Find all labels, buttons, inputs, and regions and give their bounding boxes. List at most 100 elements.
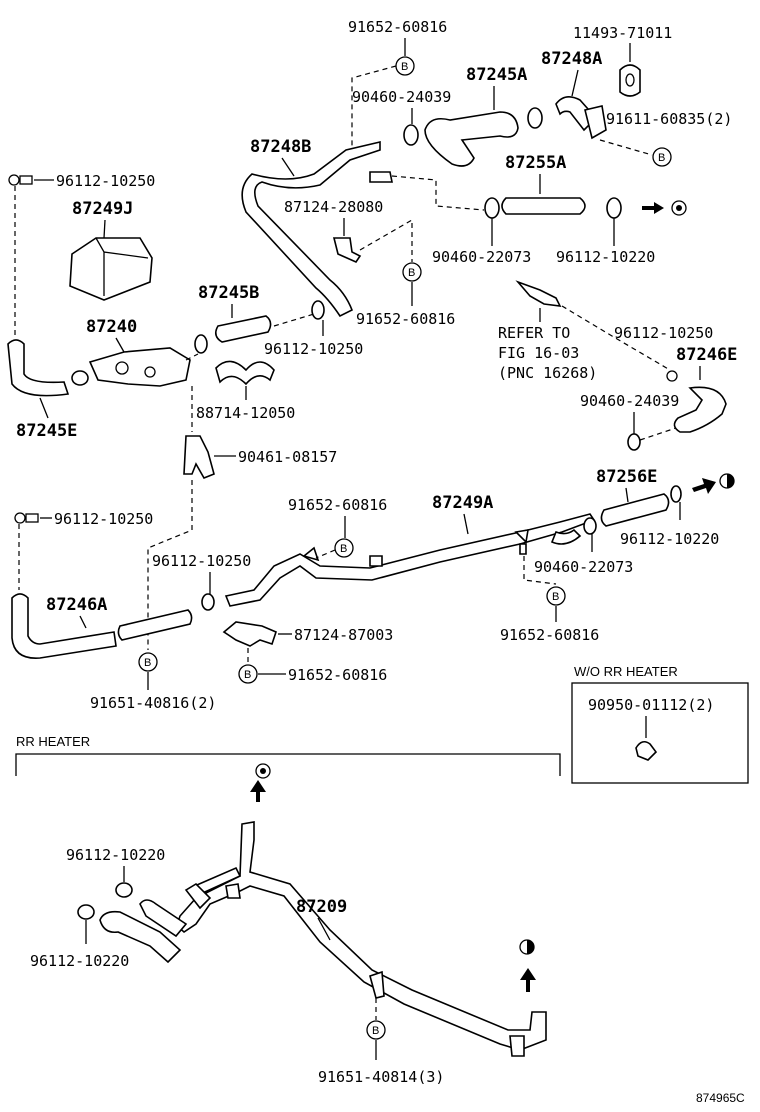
connection-mark-icon xyxy=(255,763,271,779)
wo-rr-heater-box xyxy=(571,682,749,784)
svg-text:B: B xyxy=(401,61,408,73)
clamp-icon xyxy=(77,904,95,920)
label-90460-24039-top: 90460-24039 xyxy=(352,88,451,106)
clamp-icon xyxy=(201,593,215,611)
label-87255A: 87255A xyxy=(505,153,566,173)
hose-87256E-icon xyxy=(600,493,670,527)
hose-87245B-icon xyxy=(214,315,272,343)
hose-87255A-icon xyxy=(501,197,586,215)
label-91652-60816-mid: 91652-60816 xyxy=(356,310,455,328)
label-96112-10250-c: 96112-10250 xyxy=(152,552,251,570)
label-rr-heater: RR HEATER xyxy=(16,734,90,749)
clamp-icon xyxy=(194,334,208,354)
label-90461-08157: 90461-08157 xyxy=(238,448,337,466)
label-87245A: 87245A xyxy=(466,65,527,85)
label-91611-60835: 91611-60835(2) xyxy=(606,110,732,128)
label-96112-10250-left2: 96112-10250 xyxy=(54,510,153,528)
svg-text:B: B xyxy=(658,152,665,164)
label-87124-87003: 87124-87003 xyxy=(294,626,393,644)
svg-text:B: B xyxy=(244,669,251,681)
clamp-icon xyxy=(666,370,678,382)
clamp-icon xyxy=(627,433,641,451)
b-marker-icon: B xyxy=(334,538,354,558)
label-87245E: 87245E xyxy=(16,421,77,441)
label-96112-10250-topleft: 96112-10250 xyxy=(56,172,155,190)
svg-text:B: B xyxy=(340,543,347,555)
b-marker-icon: B xyxy=(366,1020,386,1040)
svg-text:B: B xyxy=(552,591,559,603)
label-refer-to: REFER TO xyxy=(498,324,570,342)
label-87256E: 87256E xyxy=(596,467,657,487)
label-87246A: 87246A xyxy=(46,595,107,615)
insulator-87249J-icon xyxy=(69,237,153,301)
hose-87245A-icon xyxy=(424,111,519,167)
b-marker-icon: B xyxy=(652,147,672,167)
label-90950-01112: 90950-01112(2) xyxy=(588,696,714,714)
hose-87246A-icon xyxy=(11,593,117,659)
clamp-88714-icon xyxy=(215,360,275,386)
label-96112-10220-right: 96112-10220 xyxy=(620,530,719,548)
label-91652-60816-right: 91652-60816 xyxy=(500,626,599,644)
clamp-icon xyxy=(484,197,500,219)
clamp-icon xyxy=(403,124,419,146)
clamp-icon xyxy=(584,105,607,140)
clamp-icon xyxy=(606,197,622,219)
grommet-icon xyxy=(635,740,658,761)
clamp-bracket-icon xyxy=(332,237,362,264)
clamp-87124-icon xyxy=(222,621,277,647)
svg-text:B: B xyxy=(408,267,415,279)
b-marker-icon: B xyxy=(395,56,415,76)
label-fig: FIG 16-03 xyxy=(498,344,579,362)
dashed-leader xyxy=(351,65,397,150)
label-91652-60816-low: 91652-60816 xyxy=(288,666,387,684)
rr-hose-icon xyxy=(139,899,188,938)
label-87248A: 87248A xyxy=(541,49,602,69)
label-96112-10250-right: 96112-10250 xyxy=(614,324,713,342)
hose-icon xyxy=(117,609,193,641)
label-90460-22073-right: 90460-22073 xyxy=(534,558,633,576)
bracket-90461-icon xyxy=(183,435,215,480)
pipe-87248B-icon xyxy=(241,140,381,318)
b-marker-icon: B xyxy=(546,586,566,606)
label-wo-rr-heater: W/O RR HEATER xyxy=(574,664,678,679)
clamp-icon xyxy=(670,485,682,503)
arrow-up-icon xyxy=(250,780,266,802)
label-87245B: 87245B xyxy=(198,283,259,303)
gasket-icon xyxy=(619,64,641,97)
arrow-up-icon xyxy=(520,968,536,992)
label-87240: 87240 xyxy=(86,317,137,337)
svg-text:B: B xyxy=(144,657,151,669)
label-96112-10220-top: 96112-10220 xyxy=(556,248,655,266)
rr-heater-bracket xyxy=(15,753,561,776)
pipe-stub-icon xyxy=(515,280,562,307)
clamp-icon xyxy=(71,370,89,386)
label-96112-10220-rr1: 96112-10220 xyxy=(66,846,165,864)
rr-hose-icon xyxy=(99,910,182,964)
svg-text:B: B xyxy=(372,1025,379,1037)
label-87124-28080: 87124-28080 xyxy=(284,198,383,216)
label-96112-10220-rr2: 96112-10220 xyxy=(30,952,129,970)
clamp-icon xyxy=(115,882,133,898)
clamp-icon xyxy=(14,512,26,524)
label-87209: 87209 xyxy=(296,897,347,917)
arrow-right-icon xyxy=(692,478,716,494)
b-marker-icon: B xyxy=(238,664,258,684)
label-90460-24039-right: 90460-24039 xyxy=(580,392,679,410)
label-87248B: 87248B xyxy=(250,137,311,157)
b-marker-icon: B xyxy=(138,652,158,672)
pipe-87209-icon xyxy=(177,821,547,1051)
label-91651-40814: 91651-40814(3) xyxy=(318,1068,444,1086)
hose-87248A-icon xyxy=(555,96,598,132)
label-91652-60816-top: 91652-60816 xyxy=(348,18,447,36)
label-87246E: 87246E xyxy=(676,345,737,365)
label-pnc: (PNC 16268) xyxy=(498,364,597,382)
water-valve-87240-icon xyxy=(88,347,191,387)
figure-id: 874965C xyxy=(696,1091,745,1105)
label-90460-22073-top: 90460-22073 xyxy=(432,248,531,266)
label-87249A: 87249A xyxy=(432,493,493,513)
clamp-icon xyxy=(8,174,20,186)
label-88714-12050: 88714-12050 xyxy=(196,404,295,422)
hose-87245E-icon xyxy=(7,339,70,397)
